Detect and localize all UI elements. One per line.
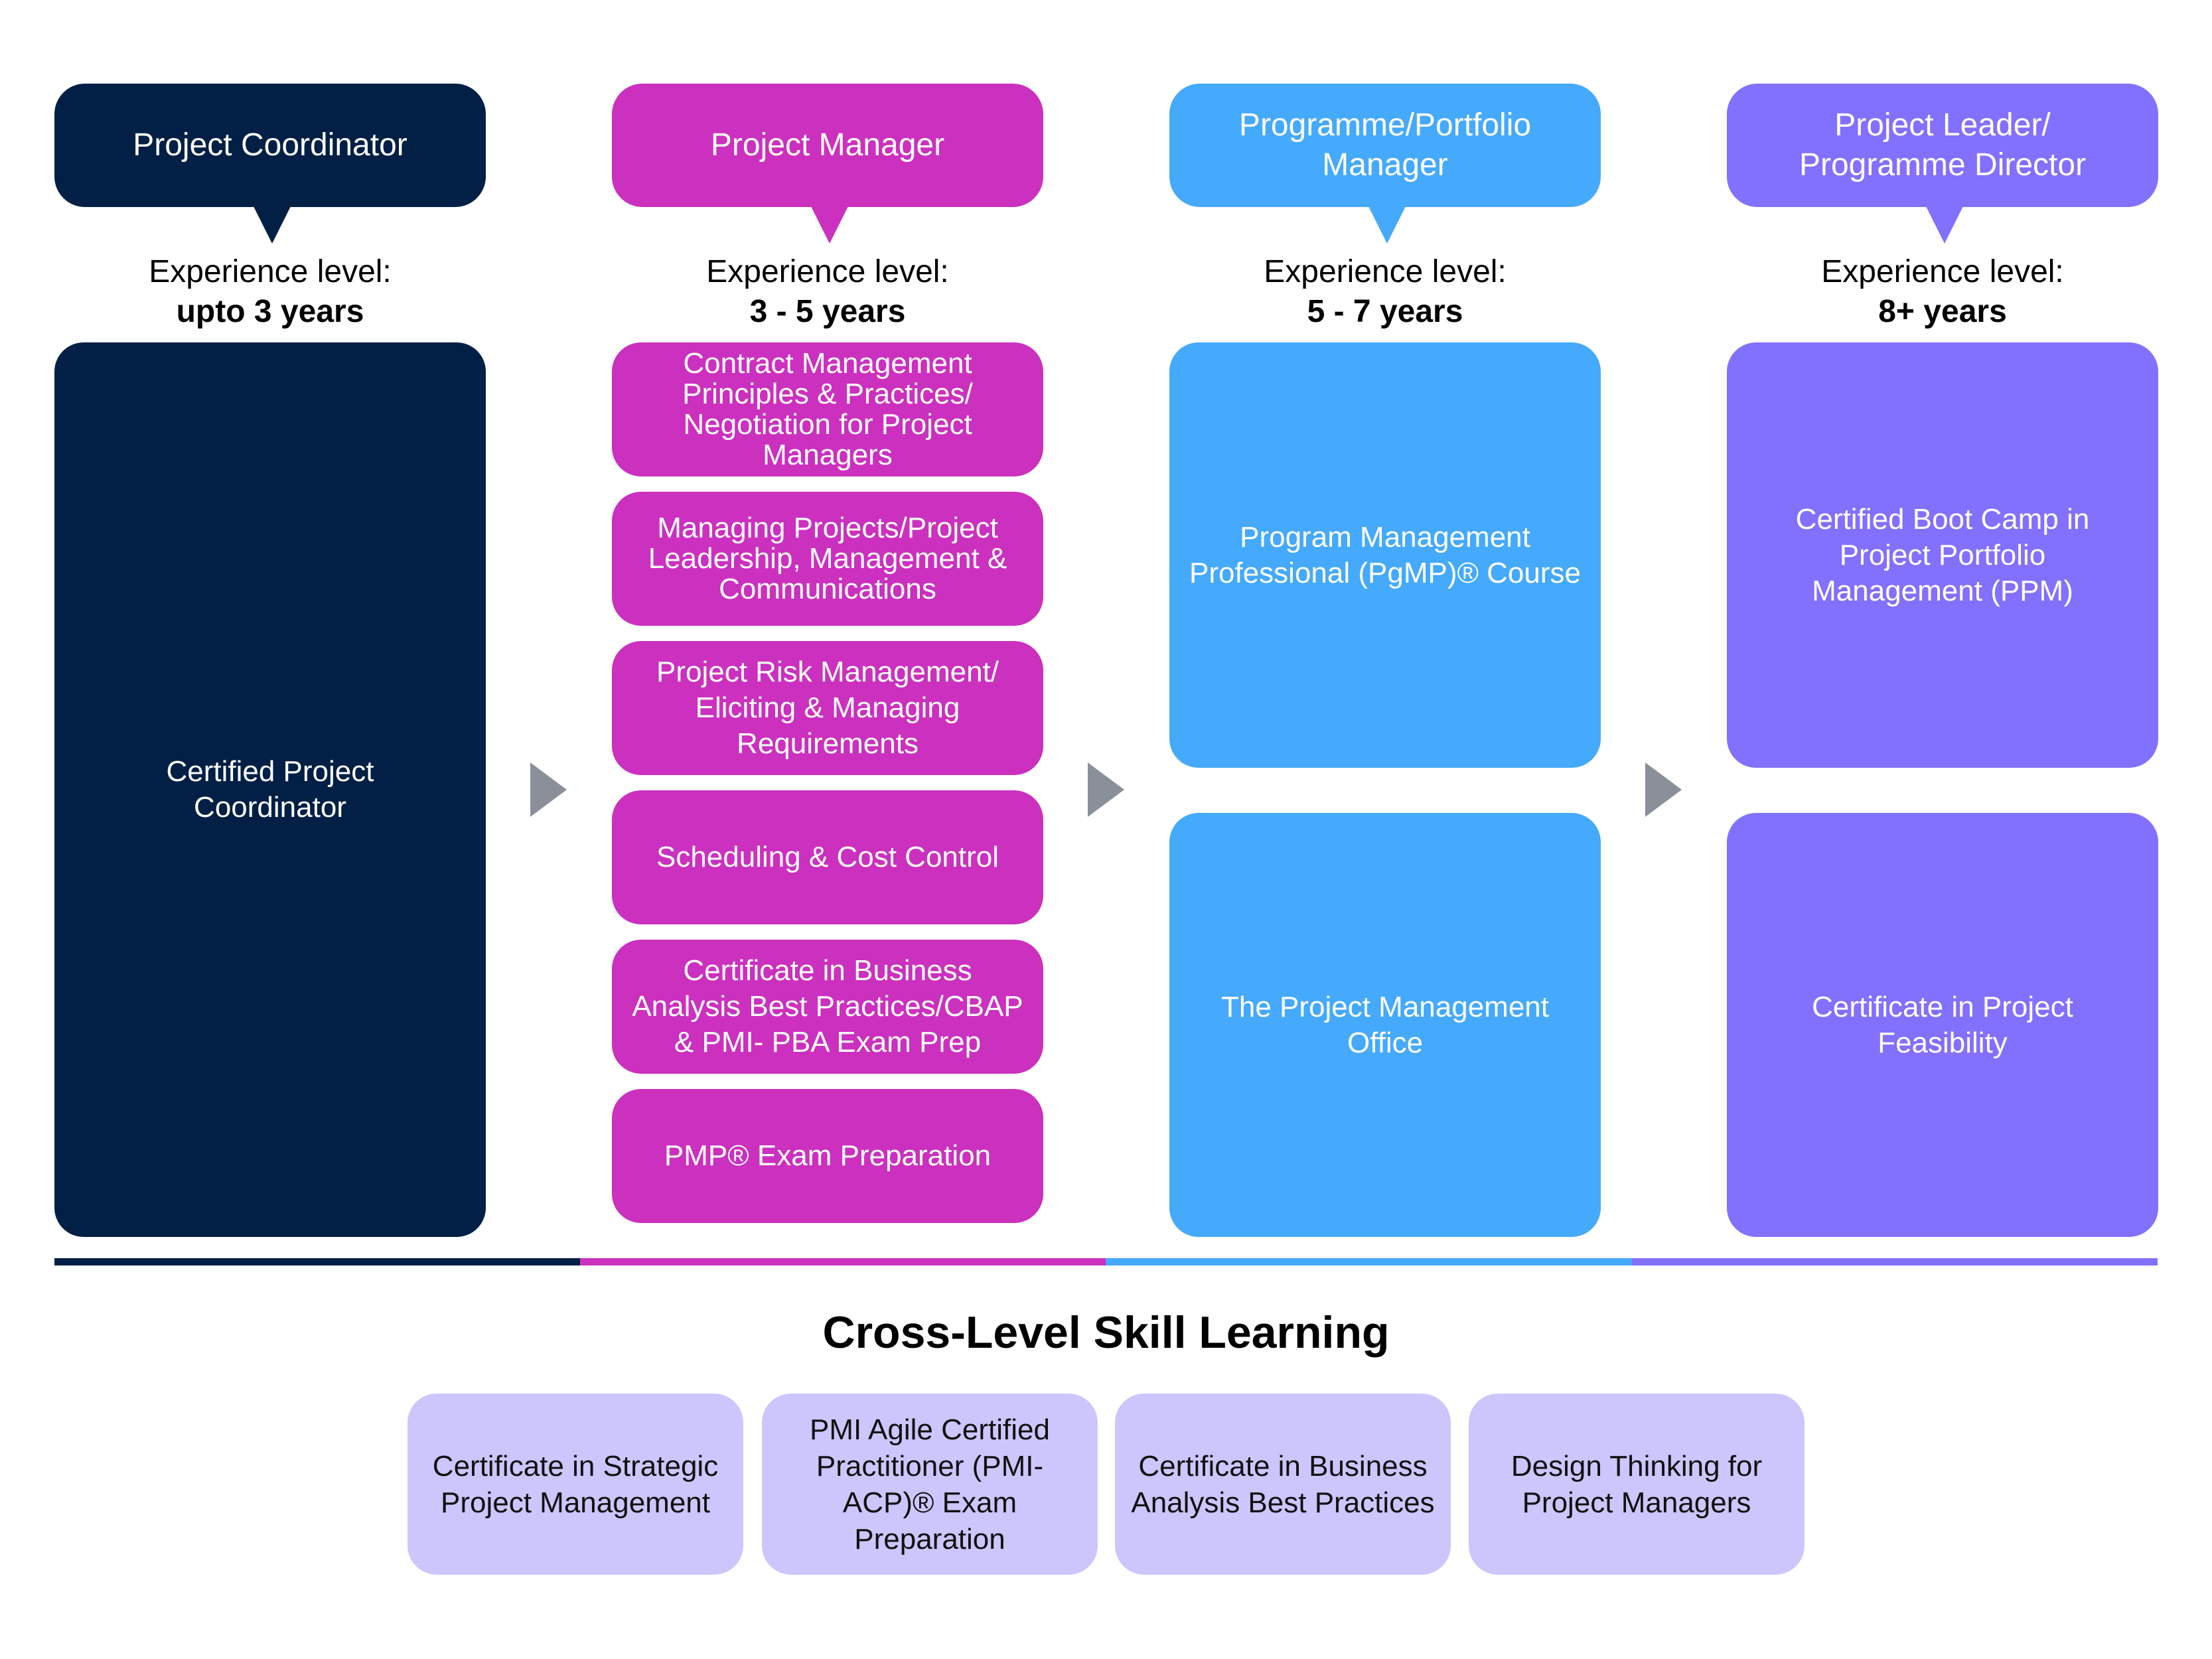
role-header: Programme/Portfolio Manager <box>1169 84 1601 207</box>
header-pointer <box>1368 206 1406 244</box>
cross-level-title: Cross-Level Skill Learning <box>822 1307 1390 1358</box>
role-header: Project Leader/ Programme Director <box>1727 84 2158 207</box>
course-label: Certificate in Strategic Project Managem… <box>432 1449 719 1519</box>
experience-value: 5 - 7 years <box>1307 294 1463 329</box>
course-label: Scheduling & Cost Control <box>656 841 999 873</box>
course-label: Design Thinking for Project Managers <box>1511 1449 1763 1519</box>
cross-course-box[interactable]: Certificate in Strategic Project Managem… <box>407 1394 743 1575</box>
course-label: Managing Projects/Project Leadership, Ma… <box>648 512 1007 605</box>
course-label: Certificate in Business Analysis Best Pr… <box>1131 1449 1435 1519</box>
course-box[interactable]: Project Risk Management/ Eliciting & Man… <box>612 641 1043 775</box>
experience-label: Experience level: <box>149 254 392 289</box>
cross-course-box[interactable]: Design Thinking for Project Managers <box>1469 1394 1805 1575</box>
experience-value: 8+ years <box>1878 294 2007 329</box>
column-project-manager: Project Manager Experience level: 3 - 5 … <box>612 0 1043 1241</box>
header-pointer <box>254 206 291 244</box>
experience-label: Experience level: <box>1264 254 1507 289</box>
course-box[interactable]: Program Management Professional (PgMP)® … <box>1169 342 1601 768</box>
column-programme-portfolio-manager: Programme/Portfolio Manager Experience l… <box>1169 0 1601 1241</box>
course-label: Certificate in Business Analysis Best Pr… <box>632 954 1023 1058</box>
role-title: Project Coordinator <box>133 127 407 163</box>
course-box[interactable]: The Project Management Office <box>1169 813 1601 1237</box>
arrow-right-icon <box>1088 762 1124 817</box>
course-label: The Project Management Office <box>1220 990 1550 1059</box>
cross-course-box[interactable]: Certificate in Business Analysis Best Pr… <box>1115 1394 1451 1575</box>
experience-label: Experience level: <box>706 254 949 289</box>
course-box[interactable]: Certified Project Coordinator <box>54 342 486 1237</box>
header-pointer <box>1926 206 1963 244</box>
course-box[interactable]: PMP® Exam Preparation <box>612 1089 1043 1223</box>
divider-segment-manager <box>580 1258 1106 1265</box>
role-header: Project Manager <box>612 84 1043 207</box>
column-project-leader: Project Leader/ Programme Director Exper… <box>1727 0 2158 1241</box>
course-box[interactable]: Certified Boot Camp in Project Portfolio… <box>1727 342 2158 768</box>
divider-segment-coordinator <box>54 1258 580 1265</box>
role-title: Programme/Portfolio Manager <box>1238 108 1532 182</box>
course-label: Certificate in Project Feasibility <box>1812 990 2073 1059</box>
course-box[interactable]: Scheduling & Cost Control <box>612 790 1043 924</box>
arrow-right-icon <box>530 762 567 817</box>
role-title: Project Manager <box>710 127 945 163</box>
course-label: PMI Agile Certified Practitioner (PMI-AC… <box>810 1413 1050 1555</box>
course-box[interactable]: Contract Management Principles & Practic… <box>612 342 1043 476</box>
header-pointer <box>811 206 848 244</box>
arrow-right-icon <box>1645 762 1682 817</box>
cross-course-box[interactable]: PMI Agile Certified Practitioner (PMI-AC… <box>762 1394 1098 1575</box>
course-label: Certified Boot Camp in Project Portfolio… <box>1795 502 2090 607</box>
course-label: Certified Project Coordinator <box>166 755 374 824</box>
column-project-coordinator: Project Coordinator Experience level: up… <box>54 0 486 1241</box>
course-label: Contract Management Principles & Practic… <box>682 347 973 471</box>
course-label: PMP® Exam Preparation <box>664 1139 992 1172</box>
divider-segment-leader <box>1632 1258 2158 1265</box>
experience-value: upto 3 years <box>176 294 364 329</box>
course-label: Program Management Professional (PgMP)® … <box>1189 520 1581 589</box>
course-label: Project Risk Management/ Eliciting & Man… <box>656 656 999 760</box>
course-box[interactable]: Certificate in Project Feasibility <box>1727 813 2158 1237</box>
role-header: Project Coordinator <box>54 84 486 207</box>
role-title: Project Leader/ Programme Director <box>1799 108 2087 182</box>
experience-label: Experience level: <box>1821 254 2064 289</box>
divider-segment-programme <box>1106 1258 1632 1265</box>
experience-value: 3 - 5 years <box>749 294 906 329</box>
course-box[interactable]: Certificate in Business Analysis Best Pr… <box>612 940 1043 1074</box>
course-box[interactable]: Managing Projects/Project Leadership, Ma… <box>612 492 1043 626</box>
